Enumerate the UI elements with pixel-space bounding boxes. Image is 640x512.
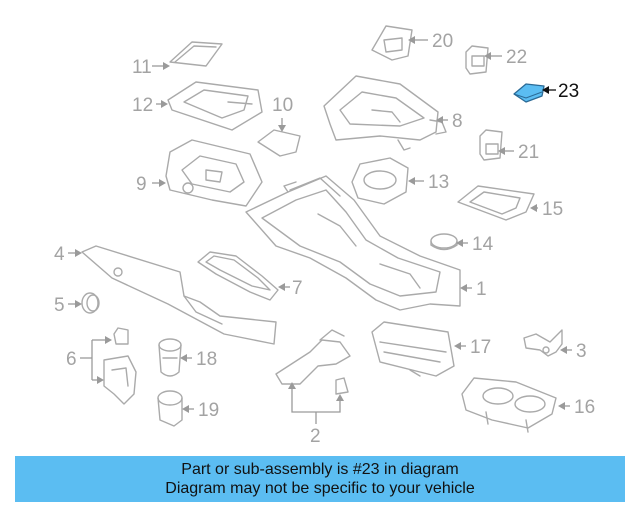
part-5-shape: [81, 292, 100, 314]
part-2-shape: [275, 329, 351, 395]
part-14-shape: [430, 233, 458, 251]
banner-line-2: Diagram may not be specific to your vehi…: [165, 480, 475, 497]
part-20-shape: [371, 25, 413, 61]
callout-16: 16: [574, 397, 595, 418]
part-18-shape: [158, 338, 182, 377]
banner-line-1: Part or sub-assembly is #23 in diagram: [181, 461, 459, 478]
callout-15: 15: [542, 199, 563, 220]
callout-12: 12: [132, 95, 153, 116]
callout-2: 2: [310, 426, 321, 447]
part-19-shape: [157, 390, 183, 427]
callout-19: 19: [198, 400, 219, 421]
part-13-shape: [351, 157, 409, 205]
parts-diagram: 11 12 10 9 20 22 23: [54, 25, 595, 447]
callout-8: 8: [452, 111, 463, 132]
callout-10: 10: [272, 95, 293, 116]
part-10-shape: [257, 129, 301, 157]
part-4-shape: [81, 245, 277, 345]
callout-20: 20: [432, 31, 453, 52]
part-22-shape: [465, 45, 489, 75]
callout-18: 18: [196, 349, 217, 370]
callout-22: 22: [506, 47, 527, 68]
part-23-shape: [513, 83, 545, 103]
part-9-shape: [165, 139, 263, 207]
part-11-shape: [169, 41, 223, 67]
part-3-shape: [523, 329, 563, 357]
callout-14: 14: [472, 234, 494, 255]
callout-17: 17: [470, 337, 491, 358]
part-7-shape: [197, 251, 279, 301]
part-12-shape: [167, 81, 263, 131]
callout-3: 3: [576, 341, 587, 362]
callout-7: 7: [292, 278, 303, 299]
callout-9: 9: [136, 174, 147, 195]
callout-11: 11: [132, 57, 152, 78]
info-banner: Part or sub-assembly is #23 in diagram D…: [15, 456, 625, 502]
part-1-shape: [245, 175, 461, 311]
part-6-shape: [103, 327, 137, 405]
callout-5: 5: [54, 295, 65, 316]
part-17-shape: [371, 321, 455, 377]
callout-23: 23: [558, 81, 579, 102]
part-21-shape: [479, 129, 503, 161]
callout-4: 4: [54, 244, 65, 265]
callout-1: 1: [476, 279, 487, 300]
callout-6: 6: [66, 349, 77, 370]
part-8-shape: [323, 75, 447, 151]
callout-13: 13: [428, 172, 449, 193]
callout-21: 21: [518, 142, 539, 163]
part-16-shape: [461, 377, 557, 433]
part-15-shape: [457, 185, 535, 221]
